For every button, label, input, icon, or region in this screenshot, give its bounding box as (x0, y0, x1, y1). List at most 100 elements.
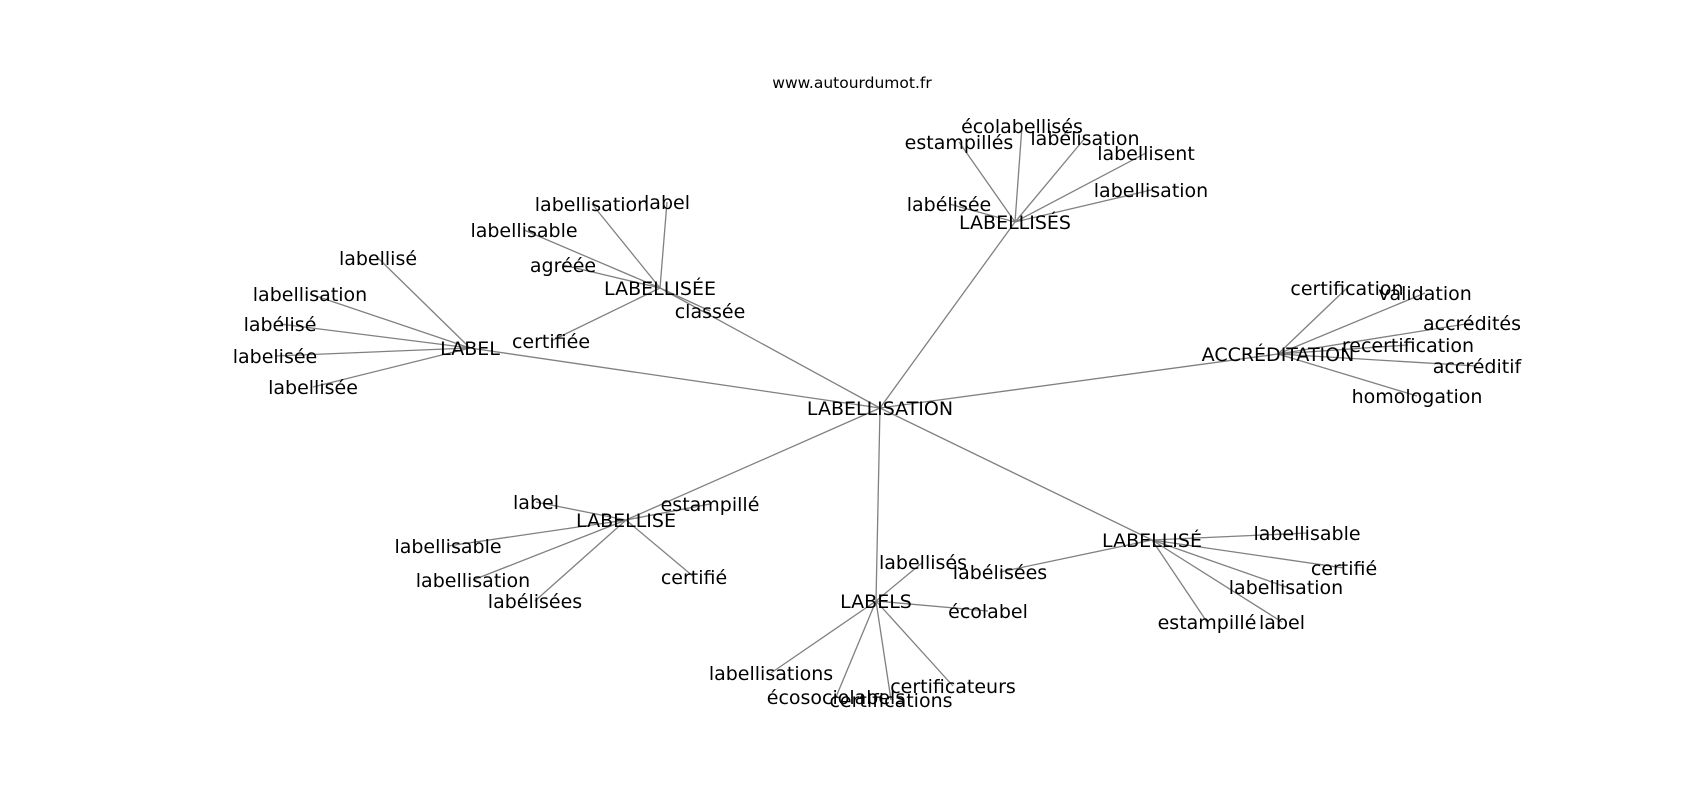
edge-accreditation-4 (1277, 353, 1478, 367)
leaf-node-labels-5: certificateurs (890, 676, 1016, 698)
edge-labels-5 (875, 600, 954, 687)
leaf-node-labellise-2-0: labellisable (1253, 523, 1360, 545)
edge-labellise-2-4 (1151, 539, 1208, 623)
hub-node-labellises: LABELLISÉS (959, 211, 1071, 234)
leaf-node-accreditation-5: homologation (1352, 386, 1483, 408)
leaf-node-labellises-4: labélisée (907, 194, 992, 216)
edge-labellise-1-3 (472, 519, 627, 581)
leaf-node-labellisee-1: label (644, 192, 690, 214)
edge-labels-0 (875, 561, 924, 602)
edge-labellises-0 (1014, 125, 1023, 223)
edge-labellisee-3 (562, 264, 661, 289)
edge-labellise-2-5 (1151, 539, 1283, 623)
edge-labellise-2-0 (1151, 532, 1308, 541)
leaf-node-labels-4: certifications (829, 690, 952, 712)
edge-labellisee-2 (523, 229, 661, 289)
leaf-node-labellisee-0: labellisation (535, 194, 649, 216)
leaf-node-labellises-3: labellisent (1097, 143, 1195, 165)
edge-labellisee-0 (591, 203, 661, 289)
edge-accreditation-0 (1277, 287, 1348, 355)
hub-node-labellise-2: LABELLISÉ (1102, 529, 1202, 552)
hub-node-accreditation: ACCRÉDITATION (1202, 343, 1355, 366)
edge-labellise-1-0 (535, 501, 627, 521)
edge-label-3 (274, 347, 471, 357)
edge-labels-2 (770, 600, 877, 674)
leaf-node-labellise-2-2: certifié (1311, 558, 1377, 580)
leaf-node-labellisee-4: certifiée (512, 331, 590, 353)
leaf-node-accreditation-2: accrédités (1423, 313, 1521, 335)
leaf-node-labellisee-2: labellisable (470, 220, 577, 242)
leaf-node-labellises-1: estampillés (905, 132, 1014, 154)
graph-labels: labellisé labellisation labélisé labelisée l… (233, 116, 1523, 712)
leaf-node-label-3: labelisée (233, 346, 318, 368)
edge-labels-1 (875, 600, 989, 612)
leaf-node-labellise-2-4: estampillé (1158, 612, 1257, 634)
edge-center-labellises (879, 221, 1016, 409)
edge-labels-3 (835, 600, 877, 698)
leaf-node-accreditation-3: recertification (1342, 335, 1474, 357)
leaf-node-labellises-2: labélisation (1030, 128, 1139, 150)
leaf-node-labels-0: labellisés (879, 552, 967, 574)
edge-labellise-2-3 (1151, 539, 1287, 588)
edge-labels-4 (875, 600, 892, 701)
leaf-node-labellisee-5: classée (675, 301, 746, 323)
edge-center-labels (875, 407, 881, 602)
leaf-node-labellisee-3: agrééе (530, 255, 596, 277)
edge-labellise-2-1 (999, 539, 1153, 573)
leaf-node-accreditation-1: validation (1378, 283, 1472, 305)
edge-labellises-2 (1014, 137, 1086, 223)
leaf-node-labellise-1-1: estampillé (661, 494, 760, 516)
edge-label-0 (377, 257, 471, 349)
hub-node-label: LABEL (440, 338, 500, 360)
edge-labellisee-1 (659, 201, 668, 289)
hub-node-labellise-1: LABELLISE (576, 510, 676, 532)
leaf-node-labellise-2-3: labellisation (1229, 577, 1343, 599)
edge-labellise-2-2 (1151, 539, 1345, 569)
leaf-node-accreditation-0: certification (1290, 278, 1403, 300)
hub-node-labellisee: LABELLISÉE (604, 277, 716, 300)
edge-center-labellisee (659, 287, 881, 409)
leaf-node-label-1: labellisation (253, 284, 367, 306)
edge-labellise-1-1 (625, 503, 711, 521)
edge-accreditation-5 (1277, 353, 1418, 397)
leaf-node-labels-1: écolabel (948, 601, 1028, 623)
leaf-node-label-2: labélisé (244, 314, 317, 336)
leaf-node-accreditation-4: accréditif (1433, 356, 1523, 378)
edge-labellises-3 (1014, 152, 1147, 223)
edge-accreditation-1 (1277, 292, 1426, 355)
leaf-node-labellise-2-5: label (1259, 612, 1305, 634)
graph-edges (274, 125, 1478, 701)
edge-center-labellise-1 (625, 407, 881, 521)
leaf-node-labellise-1-3: labellisation (416, 570, 530, 592)
leaf-node-labellise-1-0: label (513, 492, 559, 514)
edge-labellise-1-4 (534, 519, 627, 602)
edge-center-label (469, 347, 881, 409)
edge-labellises-1 (958, 141, 1016, 223)
leaf-node-label-4: labellisée (268, 377, 358, 399)
leaf-node-label-0: labellisé (339, 248, 417, 270)
edge-label-1 (309, 293, 471, 349)
edge-labellisee-4 (550, 287, 661, 342)
leaf-node-labellises-0: écolabellisés (961, 116, 1083, 138)
edge-center-accreditation (879, 353, 1279, 409)
leaf-node-labellise-1-4: labélisées (488, 591, 582, 613)
center-node: LABELLISATION (807, 398, 953, 420)
edge-labellises-4 (948, 203, 1016, 223)
leaf-node-labels-3: écosociolabels (767, 687, 905, 709)
edge-labellise-1-2 (447, 519, 627, 547)
edge-labellisee-5 (659, 287, 711, 312)
hub-node-labels: LABELS (840, 591, 912, 613)
leaf-node-labellise-1-2: labellisable (394, 536, 501, 558)
site-url: www.autourdumot.fr (772, 74, 932, 92)
edge-label-4 (312, 347, 471, 388)
edge-accreditation-2 (1277, 322, 1473, 355)
edge-accreditation-3 (1277, 344, 1409, 355)
leaf-node-labellises-5: labellisation (1094, 180, 1208, 202)
leaf-node-labels-2: labellisations (709, 663, 833, 685)
edge-labellise-1-5 (625, 519, 695, 578)
leaf-node-labellise-1-5: certifié (661, 567, 727, 589)
edge-labellises-5 (1014, 189, 1152, 223)
edge-center-labellise-2 (879, 407, 1153, 541)
edge-label-2 (279, 323, 471, 349)
